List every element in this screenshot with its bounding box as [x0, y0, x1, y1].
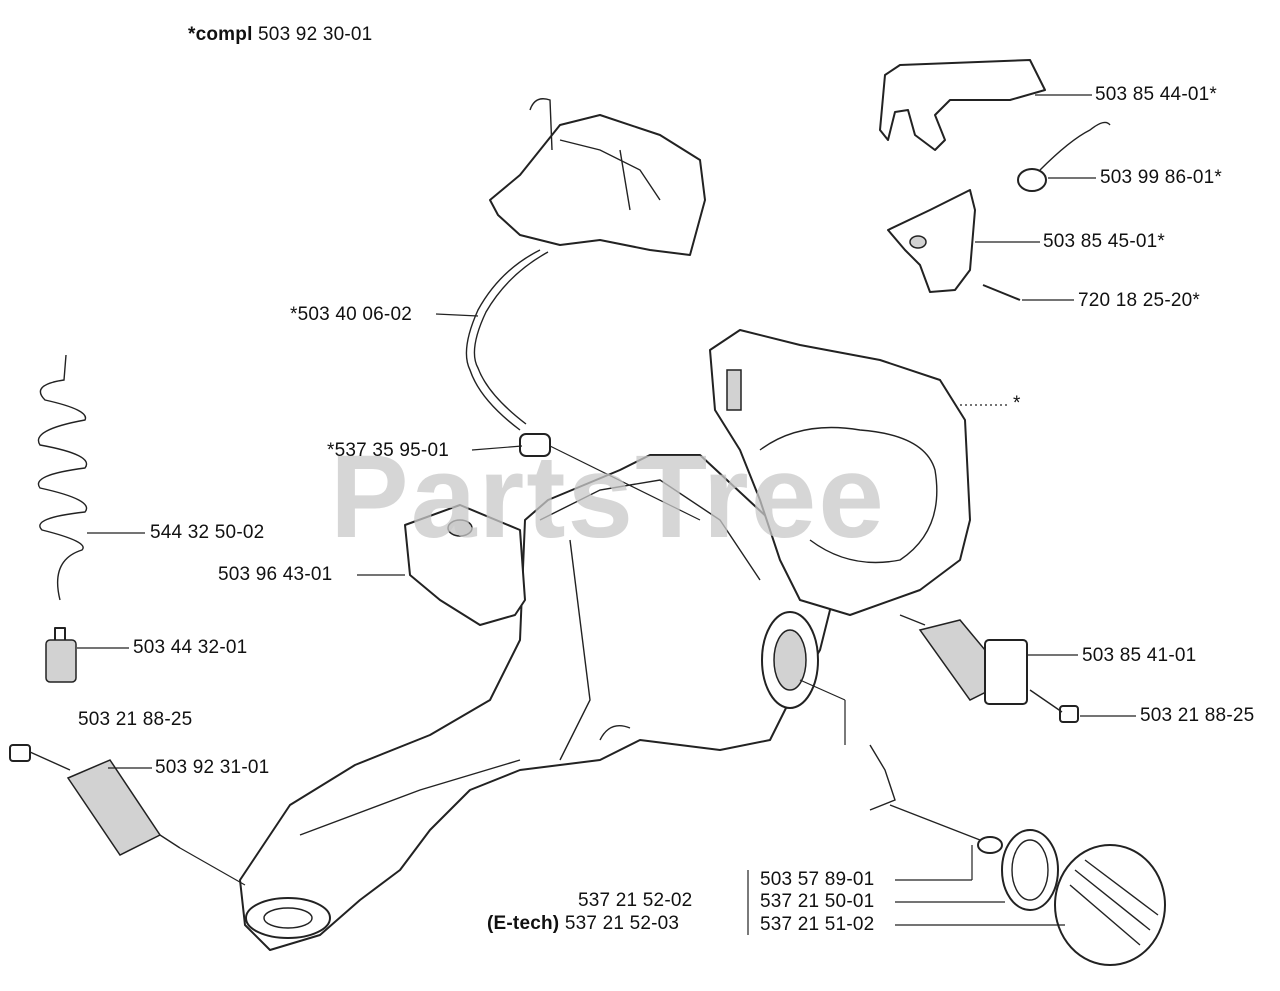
label-503218825-right: 503 21 88-25: [1140, 705, 1255, 726]
throttle-lockout: [887, 189, 976, 293]
label-503854401: 503 85 44-01*: [1095, 84, 1217, 105]
seal-ring: [1001, 829, 1059, 911]
etech-number: 537 21 52-03: [564, 913, 680, 934]
compl-label: *compl 503 92 30-01: [188, 24, 372, 46]
label-503998601: 503 99 86-01*: [1100, 167, 1222, 188]
label-503854501: 503 85 45-01*: [1043, 231, 1165, 252]
right-av-spring: [899, 614, 1079, 723]
label-537359501: *537 35 95-01: [327, 440, 449, 461]
grommet: [519, 433, 551, 457]
label-503400602: *503 40 06-02: [290, 304, 412, 325]
oil-pickup: [869, 744, 1003, 854]
pin: [982, 284, 1021, 301]
throttle-trigger: [879, 59, 1046, 151]
label-503964301: 503 96 43-01: [218, 564, 333, 585]
bracket: [404, 504, 526, 626]
label-503854101: 503 85 41-01: [1082, 645, 1197, 666]
label-503923101: 503 92 31-01: [155, 757, 270, 778]
etech-prefix: (E-tech): [487, 913, 560, 934]
label-537215001: 537 21 50-01: [760, 891, 875, 912]
label-544325002: 544 32 50-02: [150, 522, 265, 543]
label-503443201: 503 44 32-01: [133, 637, 248, 658]
label-720182520: 720 18 25-20*: [1078, 290, 1200, 311]
trigger-spring: [1017, 121, 1111, 192]
label-503578901: 503 57 89-01: [760, 869, 875, 890]
label-537215102: 537 21 51-02: [760, 914, 875, 935]
label-503218825-left: 503 21 88-25: [78, 709, 193, 730]
coiled-hose: [37, 354, 88, 601]
compl-prefix: *compl: [188, 24, 253, 45]
label-537215202: 537 21 52-02: [578, 890, 693, 911]
leader-lines: [77, 94, 1136, 935]
fuel-filter: [45, 627, 77, 683]
label-star: *: [1013, 393, 1021, 414]
left-av-spring: [9, 744, 181, 856]
tank-housing: [239, 454, 831, 951]
watermark: PartsTree: [330, 431, 886, 563]
tank-cap: [1054, 844, 1166, 966]
label-etech: (E-tech) 537 21 52-03: [487, 913, 679, 935]
fuel-hose: [465, 249, 541, 431]
handle: [709, 329, 971, 616]
carburettor-housing: [489, 98, 706, 256]
compl-number: 503 92 30-01: [258, 24, 373, 45]
